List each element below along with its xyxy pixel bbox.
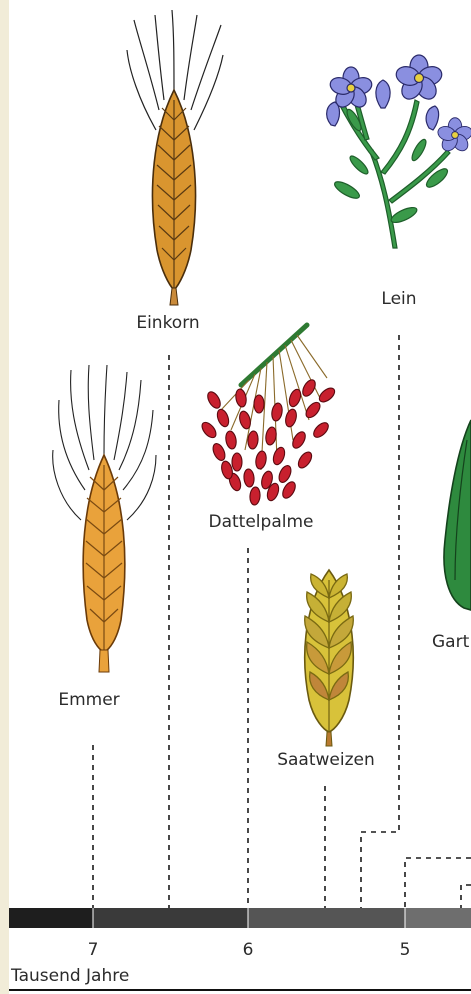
label-saatweizen: Saatweizen [277, 750, 375, 770]
emmer-illustration [53, 365, 156, 672]
date-fruit [211, 442, 228, 463]
label-gartenerbse: Gart [432, 632, 469, 652]
axis-tick-7: 7 [88, 940, 99, 960]
lein-illustration [327, 55, 471, 248]
date-fruit [287, 388, 303, 408]
axis-unit-label: Tausend Jahre [11, 966, 129, 986]
date-fruit [238, 410, 252, 430]
date-fruit [205, 390, 223, 411]
date-fruit [271, 402, 284, 421]
date-fruit [247, 431, 259, 450]
date-fruit [311, 420, 331, 440]
axis-tick-6: 6 [243, 940, 254, 960]
label-emmer: Emmer [58, 690, 119, 710]
connector-lines [93, 335, 471, 908]
date-fruit [215, 408, 231, 428]
date-fruit [225, 430, 238, 449]
date-fruit [235, 388, 248, 407]
date-fruit [284, 408, 298, 428]
date-fruit [255, 450, 268, 469]
date-fruit [296, 450, 315, 470]
date-fruit [265, 426, 278, 445]
date-fruit [254, 395, 264, 413]
label-lein: Lein [381, 289, 416, 309]
date-fruit [271, 446, 287, 466]
label-einkorn: Einkorn [136, 313, 199, 333]
date-fruit [249, 487, 261, 506]
date-fruit [243, 469, 255, 488]
date-fruit [317, 385, 337, 404]
saatweizen-illustration [305, 570, 354, 746]
einkorn-illustration [127, 10, 223, 305]
axis-tick-5: 5 [400, 940, 411, 960]
date-fruit [199, 420, 218, 440]
dattelpalme-illustration [199, 325, 337, 505]
label-dattelpalme: Dattelpalme [209, 512, 314, 532]
domestication-timeline-figure: Einkorn Lein Dattelpalme Emmer Saatweize… [9, 0, 471, 994]
date-fruit [277, 464, 294, 485]
date-fruit [232, 453, 242, 471]
gartenerbse-illustration [444, 420, 471, 610]
illustration-layer [9, 0, 471, 994]
